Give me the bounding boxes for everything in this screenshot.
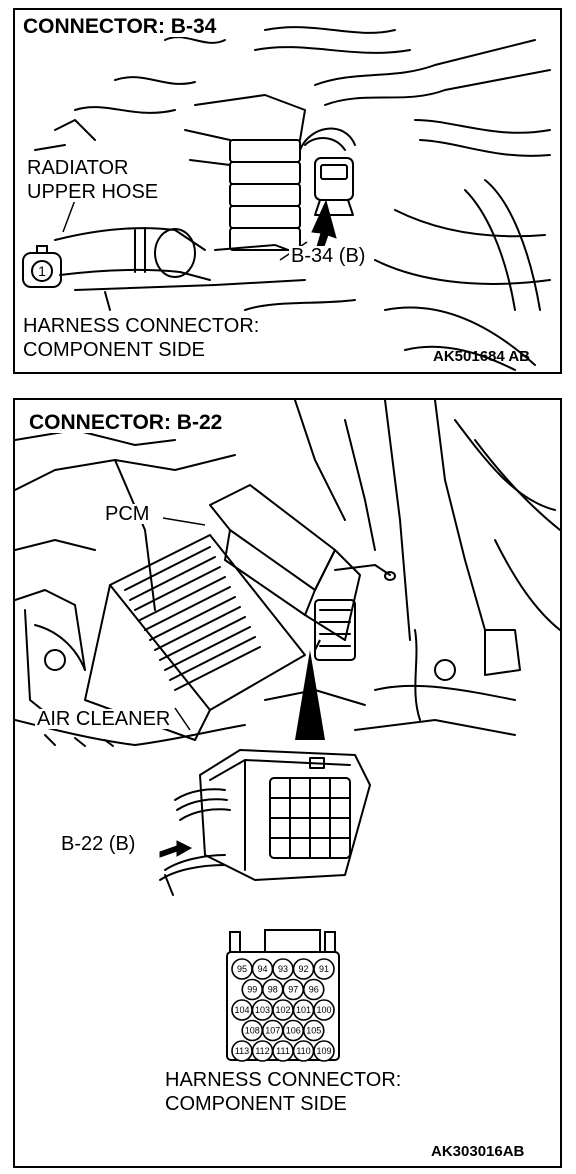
- pin-label: 103: [255, 1005, 270, 1015]
- pin-label: 96: [309, 985, 319, 995]
- pin-label: 113: [235, 1046, 249, 1056]
- pin-circle: [313, 1040, 335, 1062]
- pin-circle: [302, 978, 325, 1001]
- pin-label: 92: [298, 964, 308, 974]
- pin-label: 100: [316, 1005, 331, 1015]
- harness-label-line2: COMPONENT SIDE: [165, 1093, 347, 1115]
- pin-label: 93: [278, 964, 288, 974]
- pin-label: 97: [288, 985, 298, 995]
- harness-connector-symbol-b34: [22, 245, 62, 288]
- harness-label-line1: HARNESS CONNECTOR:: [21, 315, 262, 337]
- pin-label: 91: [319, 964, 329, 974]
- pin-label: 99: [247, 985, 257, 995]
- pin-label: 106: [286, 1026, 301, 1036]
- connector-ref-label: B-22 (B): [59, 833, 138, 855]
- pin-label: 112: [255, 1046, 269, 1056]
- pcm-label: PCM: [103, 503, 152, 525]
- pin-label: 107: [265, 1026, 280, 1036]
- connector-b34-panel: 1 CONNECTOR: B-34 RADIATOR UPPER HOSE B-…: [13, 8, 562, 374]
- harness-label-line1: HARNESS CONNECTOR:: [165, 1069, 402, 1091]
- radiator-hose-label-line1: RADIATOR: [25, 157, 131, 179]
- pin-label: 98: [268, 985, 278, 995]
- pin-label: 104: [234, 1005, 249, 1015]
- figure-code: AK303016AB: [431, 1143, 525, 1160]
- air-cleaner-label: AIR CLEANER: [35, 708, 173, 730]
- pin-grid: 95 94 93 92 91 99 98 97 96 104 103 102 101 100 108 107 1…: [231, 958, 335, 1062]
- pin-label: 111: [276, 1046, 290, 1056]
- panel-title: CONNECTOR: B-22: [26, 412, 226, 433]
- harness-label-line2: COMPONENT SIDE: [21, 339, 207, 361]
- connector-ref-label: B-34 (B): [289, 245, 368, 267]
- connector-b22-panel: 95 94 93 92 91 99 98 97 96 104 103 102 101 100 108 107 1…: [13, 398, 562, 1168]
- pin-label: 102: [275, 1005, 290, 1015]
- pin-label: 101: [296, 1005, 311, 1015]
- panel-title: CONNECTOR: B-34: [20, 16, 220, 37]
- pin-label: 95: [237, 964, 247, 974]
- pin-label: 94: [257, 964, 267, 974]
- pin-label: 110: [296, 1046, 310, 1056]
- pin-label: 105: [306, 1026, 321, 1036]
- figure-code: AK501684 AB: [433, 348, 530, 365]
- pin-label: 108: [245, 1026, 260, 1036]
- pin-label: 109: [316, 1046, 331, 1056]
- engine-bay-illustration-b34: 1: [22, 26, 551, 371]
- pin-number-label: 1: [38, 263, 46, 279]
- pin-circle: [313, 999, 335, 1021]
- pin-circle: [302, 1019, 325, 1042]
- radiator-hose-label-line2: UPPER HOSE: [25, 181, 161, 203]
- engine-bay-illustration-b22: 95 94 93 92 91 99 98 97 96 104 103 102 101 100 108 107 1…: [15, 400, 560, 1062]
- pin-circle: [313, 958, 335, 980]
